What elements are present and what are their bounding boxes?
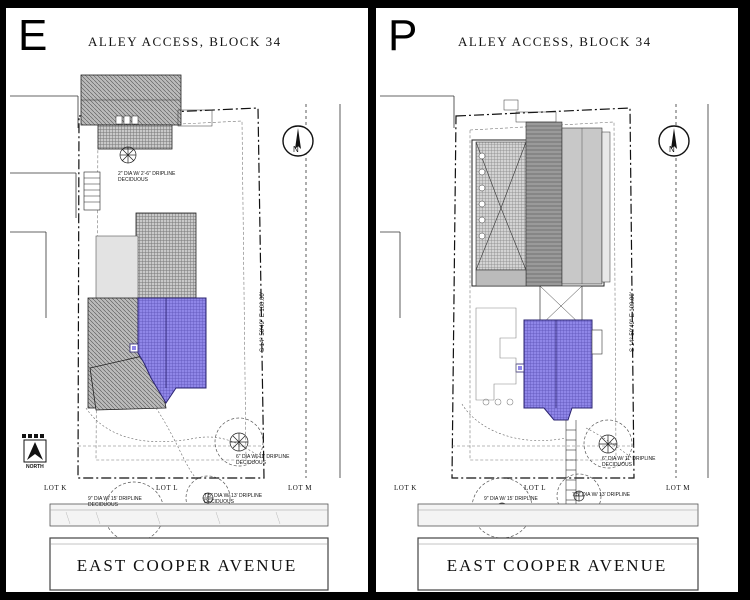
proposed-site-plan-drawing: N xyxy=(380,95,709,591)
existing-panel-letter: E xyxy=(18,11,48,60)
existing-dimension-label: S 14° 50'49" E 100.00' xyxy=(260,292,266,352)
existing-lot-k-label: LOT K xyxy=(44,484,67,492)
adjacent-lines xyxy=(10,95,341,478)
sidewalk xyxy=(417,503,699,527)
street xyxy=(417,537,699,591)
proposed-site-plan-panel: N P ALLEY ACCESS, BLOCK 34 6" DIA W/ 11'… xyxy=(376,8,738,592)
sidewalk xyxy=(49,503,329,527)
proposed-lot-k-label: LOT K xyxy=(394,484,417,492)
existing-lot-m-label: LOT M xyxy=(288,484,312,492)
north-legend-icon xyxy=(22,434,47,463)
existing-north-legend-label: NORTH xyxy=(26,464,44,470)
proposed-lot-l-label: LOT L xyxy=(524,484,547,492)
north-arrow: N xyxy=(282,125,314,157)
property-boundary xyxy=(77,107,265,479)
existing-lot-l-label: LOT L xyxy=(156,484,179,492)
north-arrow-letter: N xyxy=(669,145,675,154)
proposed-alley-title: ALLEY ACCESS, BLOCK 34 xyxy=(458,34,652,49)
proposed-dimension-label: S 14° 50'49" E 100.00' xyxy=(630,292,636,352)
existing-alley-title: ALLEY ACCESS, BLOCK 34 xyxy=(88,34,282,49)
existing-street-name: EAST COOPER AVENUE xyxy=(76,556,298,575)
proposed-panel-letter: P xyxy=(388,11,418,60)
tree-1 xyxy=(119,146,137,164)
proposed-street-name: EAST COOPER AVENUE xyxy=(446,556,668,575)
street xyxy=(49,537,329,591)
tree-4 xyxy=(185,475,231,521)
proposed-tree-3-label: 7.5" DIA W/ 13' DRIPLINE xyxy=(572,492,631,498)
proposed-rear-building xyxy=(471,99,611,287)
proposed-tree-2-label: 9" DIA W/ 15' DRIPLINE xyxy=(484,496,538,502)
existing-site-plan-panel: N E ALLEY ACCESS, BLOCK 34 2" DIA xyxy=(6,8,368,592)
north-arrow: N xyxy=(658,125,690,157)
existing-site-plan-drawing: N xyxy=(10,74,341,591)
north-arrow-letter: N xyxy=(293,145,299,154)
historic-building xyxy=(129,297,207,404)
historic-building xyxy=(515,319,603,421)
proposed-lot-m-label: LOT M xyxy=(666,484,690,492)
alley-garage xyxy=(80,74,213,150)
tree-2 xyxy=(214,417,264,467)
